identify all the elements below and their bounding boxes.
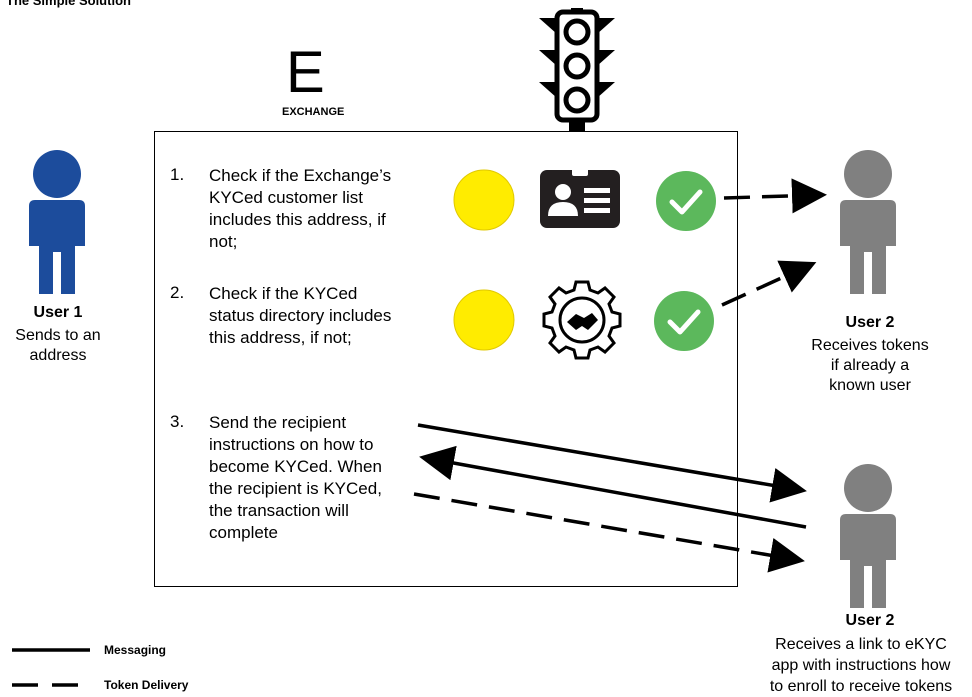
step-2-text: Check if the KYCed status directory incl… [209,284,392,347]
step-2-number: 2. [170,283,185,302]
pending-status-icon [453,169,515,231]
user-1-title: User 1 [33,304,83,321]
user-2-new-person-icon [840,464,896,608]
user-1-person-icon [29,150,85,294]
step-1-number: 1. [170,165,185,184]
legend-messaging-label: Messaging [104,643,167,657]
exchange-logo-label: EXCHANGE [282,106,345,118]
diagram-title: The Simple Solution [6,0,131,8]
exchange-process-box [154,131,738,587]
id-card-icon [540,170,620,228]
step-3-text: Send the recipient instructions on how t… [209,413,382,542]
traffic-light-icon [539,8,615,132]
user-2-known-person-icon [840,150,896,294]
messaging-arrow-from-user [419,445,807,529]
messaging-arrow-to-user [417,423,807,503]
step-1-text: Check if the Exchange’s KYCed customer l… [209,166,392,251]
legend-token-delivery-label: Token Delivery [104,678,189,692]
user-2-new-desc: Receives a link to eKYC app with instruc… [769,636,953,695]
check-icon [654,291,714,351]
handshake-gear-icon [542,280,622,360]
step-3-number: 3. [170,412,185,431]
pending-status-icon [453,289,515,351]
user-2-known-desc: Receives tokens if already a known user [811,337,929,394]
exchange-logo-letter: E [286,40,325,105]
user-1-desc: Sends to an address [15,327,101,364]
user-2-known-title: User 2 [845,314,895,331]
check-icon [656,171,716,231]
user-2-new-title: User 2 [845,612,895,629]
token-delivery-arrow-1 [723,178,827,214]
token-delivery-arrow-3 [413,492,805,573]
token-delivery-arrow-2 [721,260,817,307]
